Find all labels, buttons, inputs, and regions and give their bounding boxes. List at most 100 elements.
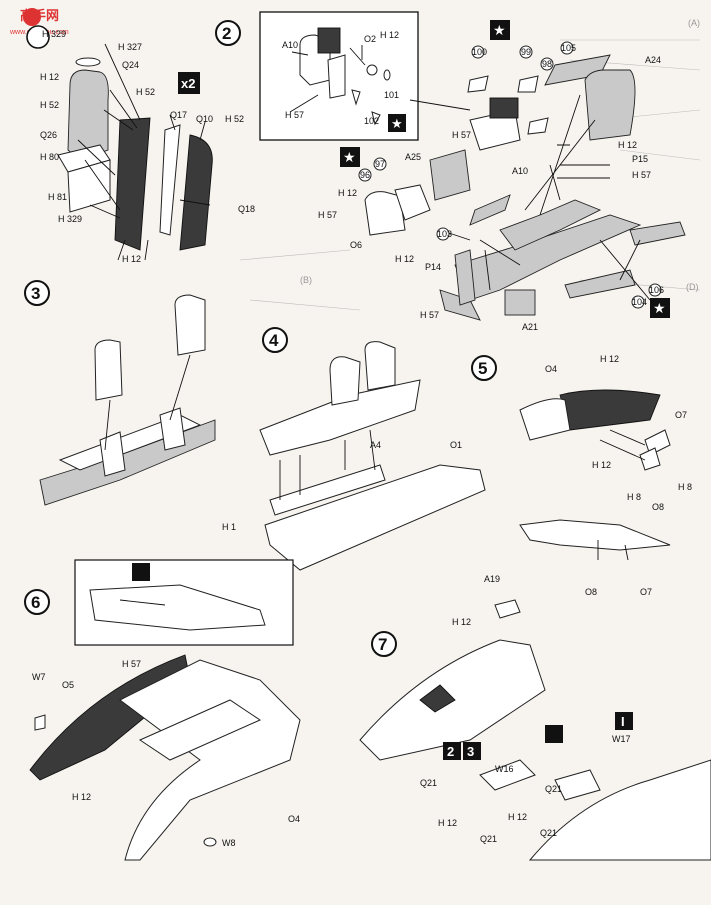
label-h12-o6: H 12 [338, 188, 357, 198]
label-o7-step5: O7 [675, 410, 687, 420]
step-2-detail-box: ★ A10 O2 H 12 H 57 101 102 [259, 11, 419, 141]
label-106: 106 [649, 285, 664, 295]
side-mark-a: (A) [688, 18, 700, 28]
label-h12-detail: H 12 [380, 30, 399, 40]
step-2-badge [215, 20, 241, 46]
label-p14: P14 [425, 262, 441, 272]
step-4: 4 A4 O1 H 1 [222, 327, 486, 571]
label-q21-a: Q21 [420, 778, 437, 788]
label-96: 96 [360, 170, 370, 180]
label-h52-seat: H 52 [40, 100, 59, 110]
label-h329-top: H 329 [42, 29, 66, 39]
label-h12-step7-b: H 12 [438, 818, 457, 828]
label-h12-step5: H 12 [600, 354, 619, 364]
label-102: 102 [364, 116, 379, 126]
side-mark-b: (B) [300, 275, 312, 285]
multiplier-label: x2 [181, 76, 195, 91]
label-h57-p15: H 57 [632, 170, 651, 180]
step-6: 6 H 57 W7 O5 H 12 O4 W8 [24, 559, 301, 861]
label-w16: W16 [495, 764, 514, 774]
step-3-number: 3 [31, 284, 40, 303]
label-h12-step7: H 12 [452, 617, 471, 627]
label-h329-bottom: H 329 [58, 214, 82, 224]
label-h12-seat: H 12 [40, 72, 59, 82]
label-p15: P15 [632, 154, 648, 164]
label-a24: A24 [645, 55, 661, 65]
label-h12-p14: H 12 [395, 254, 414, 264]
svg-text:★: ★ [391, 116, 403, 131]
label-h12-step7-c: H 12 [508, 812, 527, 822]
label-h12-step6: H 12 [72, 792, 91, 802]
step-6-badge [24, 589, 50, 615]
badge-2 [443, 742, 461, 760]
label-o5: O5 [62, 680, 74, 690]
badge-3-number: 3 [467, 744, 474, 759]
label-104: 104 [632, 297, 647, 307]
label-h80: H 80 [40, 152, 59, 162]
label-h57-tub: H 57 [452, 130, 471, 140]
watermark-logo [23, 8, 41, 26]
step-4-number: 4 [269, 331, 279, 350]
label-w8: W8 [222, 838, 236, 848]
badge-roman-label: I [621, 714, 625, 729]
label-100: 100 [472, 47, 487, 57]
step-2-number: 2 [222, 24, 231, 43]
label-h57-a21: H 57 [420, 310, 439, 320]
label-o4-step6: O4 [288, 814, 300, 824]
label-a21: A21 [522, 322, 538, 332]
label-w17: W17 [612, 734, 631, 744]
label-97: 97 [375, 159, 385, 169]
svg-text:★: ★ [493, 22, 506, 38]
label-o8-b: O8 [585, 587, 597, 597]
label-h52-rail: H 52 [136, 87, 155, 97]
step-7-badge [371, 631, 397, 657]
step-6-number: 6 [31, 593, 40, 612]
svg-text:★: ★ [343, 149, 356, 165]
step-7-number: 7 [378, 635, 387, 654]
label-98: 98 [542, 59, 552, 69]
step-3: 3 [24, 280, 216, 506]
step-5: 5 O4 H 12 O7 H 12 H 8 H 8 O8 O8 O7 [471, 354, 692, 597]
step-3-badge [24, 280, 50, 306]
label-q21-b: Q21 [545, 784, 562, 794]
label-o6: O6 [350, 240, 362, 250]
label-h12-rails: H 12 [122, 254, 141, 264]
label-103: 103 [437, 229, 452, 239]
label-h12-b-step5: H 12 [592, 460, 611, 470]
step-4-badge [262, 327, 288, 353]
label-o7-b: O7 [640, 587, 652, 597]
badge-roman [615, 712, 633, 730]
label-h327: H 327 [118, 42, 142, 52]
label-q10: Q10 [196, 114, 213, 124]
label-h12-tub: H 12 [618, 140, 637, 150]
svg-text:★: ★ [653, 300, 666, 316]
label-a25: A25 [405, 152, 421, 162]
watermark-brand: 高手网 [20, 8, 59, 23]
label-a4: A4 [370, 440, 381, 450]
side-mark-d: (D) [686, 282, 699, 292]
badge-3 [463, 742, 481, 760]
label-99: 99 [521, 47, 531, 57]
arrow-mark [545, 725, 563, 743]
label-h57-o6: H 57 [318, 210, 337, 220]
label-h57-step6: H 57 [122, 659, 141, 669]
label-o4-step5: O4 [545, 364, 557, 374]
paint-mark [132, 563, 150, 581]
label-101: 101 [384, 90, 399, 100]
background-ghost: (A) (B) (D) [239, 18, 701, 311]
step-5-number: 5 [478, 359, 487, 378]
star-mark-right [650, 298, 670, 318]
multiplier-box [178, 72, 200, 94]
label-h81: H 81 [48, 192, 67, 202]
label-h52-right: H 52 [225, 114, 244, 124]
label-o8-a: O8 [652, 502, 664, 512]
label-q21-c: Q21 [480, 834, 497, 844]
label-105: 105 [561, 43, 576, 53]
label-q24: Q24 [122, 60, 139, 70]
step-7: 7 2 3 I A19 H 12 W16 W17 Q21 Q21 H 12 Q2… [359, 574, 711, 861]
label-h1: H 1 [222, 522, 236, 532]
label-q17: Q17 [170, 110, 187, 120]
label-q18: Q18 [238, 204, 255, 214]
